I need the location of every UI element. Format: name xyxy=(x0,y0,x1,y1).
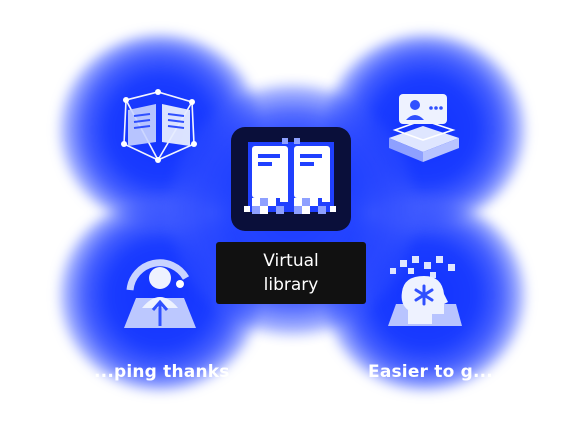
video-layers-icon xyxy=(389,94,459,162)
virtual-library-label: Virtual library xyxy=(216,242,366,304)
virtual-library-label-text: Virtual library xyxy=(263,251,319,295)
books-icon xyxy=(244,138,336,214)
mind-spark-icon xyxy=(388,256,462,326)
caption-bottom-right: Easier to g... xyxy=(368,362,493,382)
reader-growth-icon xyxy=(124,259,196,328)
open-book-network-icon xyxy=(121,89,197,163)
caption-bottom-left: ...ping thanks xyxy=(94,362,230,382)
